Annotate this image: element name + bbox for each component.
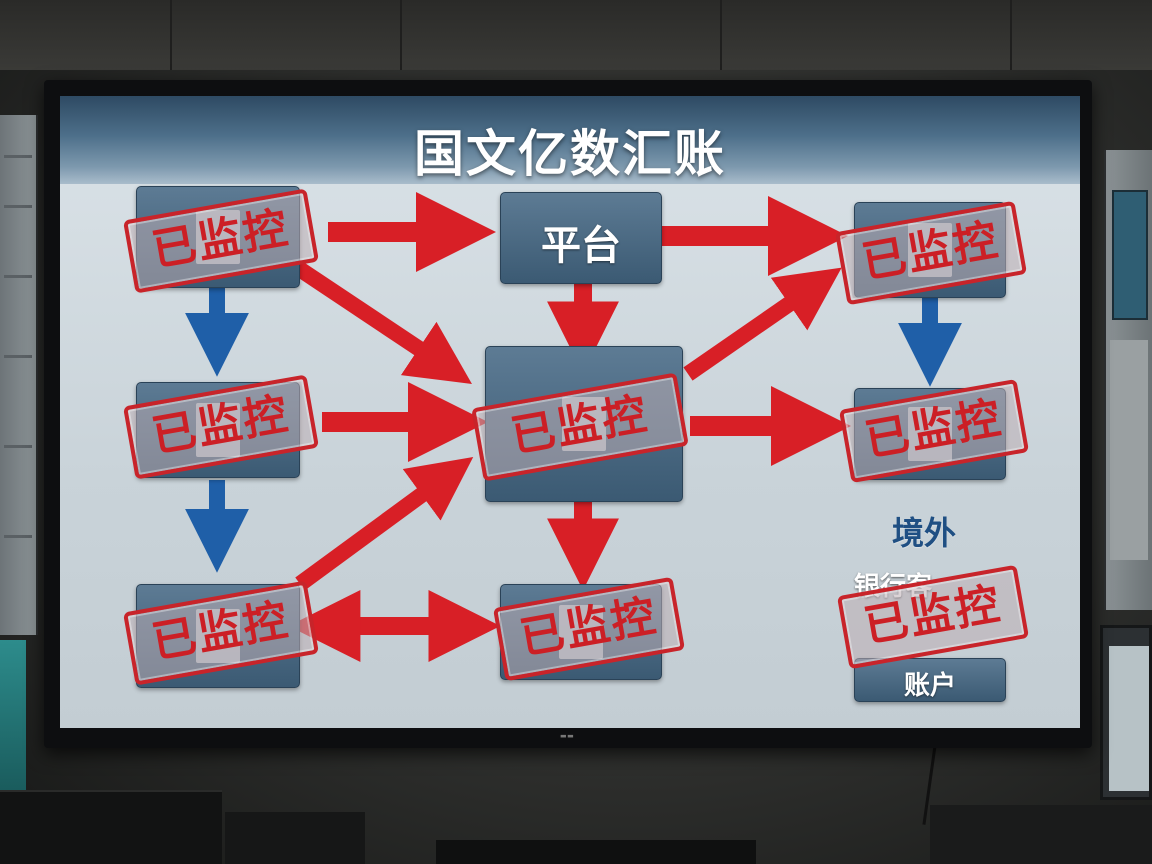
arrow-topleft-to-center xyxy=(287,257,472,384)
arrow-bottomleft-to-center xyxy=(295,456,474,591)
chair-back-mid xyxy=(225,812,365,864)
wall-panel-right xyxy=(1112,190,1148,320)
side-monitor xyxy=(1100,625,1152,800)
arrow-center-to-topright xyxy=(683,267,842,381)
node-overseas-account: 账户 xyxy=(854,658,1006,702)
wall-sheet-right xyxy=(1110,340,1148,560)
title-banner xyxy=(60,96,1080,184)
ceiling xyxy=(0,0,1152,70)
node-platform: 平台 xyxy=(500,192,662,284)
desk-edge xyxy=(436,840,756,864)
flow-arrows xyxy=(185,192,962,662)
tv-brand-mark: ▬▬ xyxy=(560,732,575,740)
chair-back-left xyxy=(0,790,222,864)
desk-right xyxy=(930,805,1152,864)
overseas-label: 境外 xyxy=(892,514,957,552)
tv-screen: 国文亿数汇账 平台 xyxy=(60,96,1080,728)
wall-poster-left xyxy=(0,640,26,790)
wall-notice-board-left xyxy=(0,115,38,635)
platform-label: 平台 xyxy=(541,223,621,269)
account-label: 账户 xyxy=(903,671,956,701)
screen-title: 国文亿数汇账 xyxy=(414,125,726,183)
